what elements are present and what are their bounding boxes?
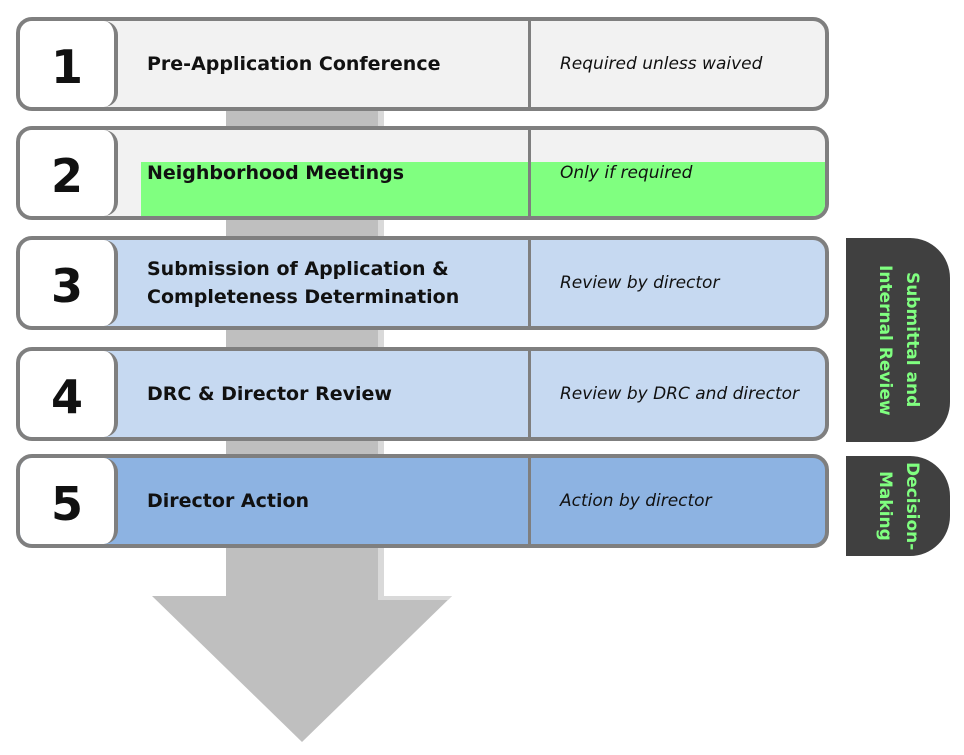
step-2-row: 2 Neighborhood Meetings Only if required (16, 126, 829, 220)
step-1-number: 1 (20, 21, 118, 107)
step-2-highlight (141, 162, 825, 216)
step-3-number: 3 (20, 240, 118, 326)
step-4-row: 4 DRC & Director Review Review by DRC an… (16, 347, 829, 441)
step-3-row: 3 Submission of Application & Completene… (16, 236, 829, 330)
step-2-title: Neighborhood Meetings (147, 162, 405, 184)
step-1-title: Pre-Application Conference (147, 53, 441, 75)
step-2-divider (528, 130, 531, 216)
step-1-row: 1 Pre-Application Conference Required un… (16, 17, 829, 111)
step-3-title: Submission of Application & Completeness… (147, 258, 460, 308)
step-3-note: Review by director (560, 273, 720, 293)
step-4-title: DRC & Director Review (147, 383, 392, 405)
phase-tab-decision-making: Decision- Making (846, 456, 950, 556)
step-5-number: 5 (20, 458, 118, 544)
step-5-divider (528, 458, 531, 544)
step-1-note: Required unless waived (560, 54, 763, 74)
step-5-note: Action by director (560, 491, 712, 511)
step-5-title: Director Action (147, 490, 310, 512)
step-4-number: 4 (20, 351, 118, 437)
phase-label-submittal-review: Submittal and Internal Review (875, 264, 922, 416)
phase-label-decision-making: Decision- Making (875, 461, 922, 551)
step-5-row: 5 Director Action Action by director (16, 454, 829, 548)
step-4-divider (528, 351, 531, 437)
phase-tab-submittal-review: Submittal and Internal Review (846, 238, 950, 442)
step-1-divider (528, 21, 531, 107)
step-4-note: Review by DRC and director (560, 384, 800, 404)
step-2-number: 2 (20, 130, 118, 216)
step-3-divider (528, 240, 531, 326)
step-2-note: Only if required (560, 163, 693, 183)
